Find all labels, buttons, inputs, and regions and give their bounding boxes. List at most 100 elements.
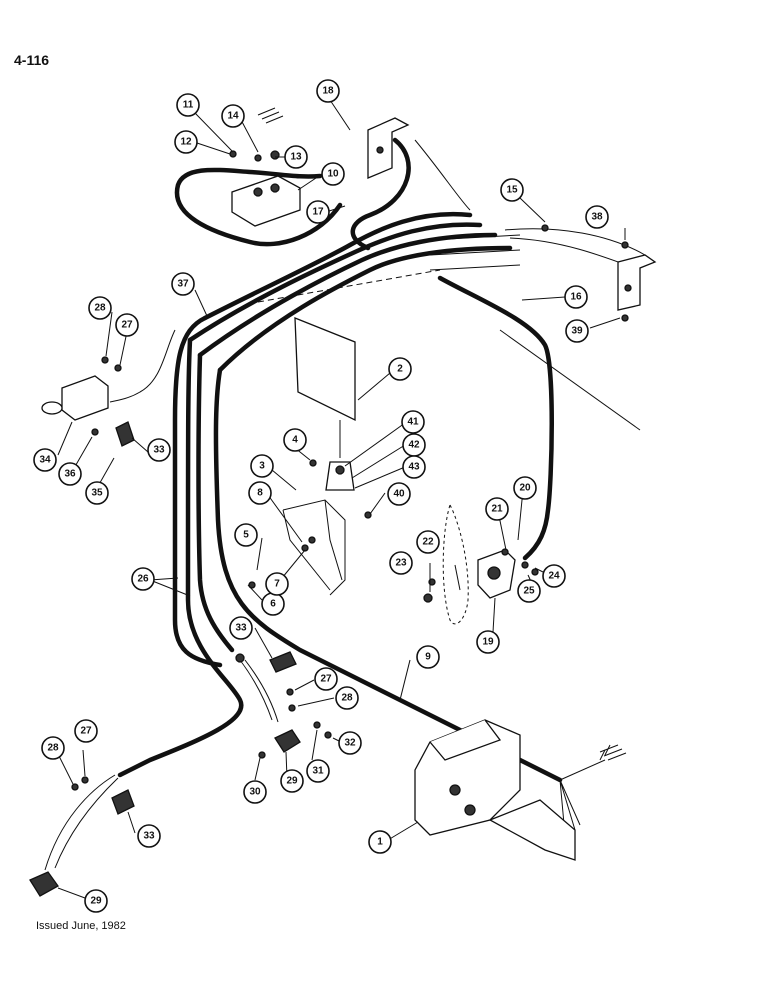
callout-19: 19	[476, 630, 500, 654]
svg-text:1: 1	[377, 837, 383, 848]
callout-26: 26	[131, 567, 155, 591]
callout-8: 8	[248, 481, 272, 505]
svg-text:26: 26	[137, 574, 149, 585]
callout-18: 18	[316, 79, 340, 103]
svg-text:9: 9	[425, 652, 431, 663]
svg-text:14: 14	[227, 111, 239, 122]
callout-28a: 28	[88, 296, 112, 320]
svg-text:24: 24	[548, 571, 560, 582]
callout-21: 21	[485, 497, 509, 521]
page-number: 4-116	[14, 52, 50, 68]
callout-11: 11	[176, 93, 200, 117]
callout-36: 36	[58, 462, 82, 486]
svg-text:6: 6	[270, 599, 276, 610]
callout-33a: 33	[147, 438, 171, 462]
svg-text:21: 21	[491, 504, 503, 515]
callout-23: 23	[389, 551, 413, 575]
svg-text:29: 29	[286, 776, 298, 787]
relay-box-part	[41, 375, 109, 421]
svg-text:29: 29	[90, 896, 102, 907]
issued-date: Issued June, 1982	[36, 920, 126, 932]
callout-40: 40	[387, 482, 411, 506]
callout-28b: 28	[335, 686, 359, 710]
rotary-switch-part	[325, 420, 355, 491]
harness-bundle	[44, 137, 646, 871]
callout-29b: 29	[84, 889, 108, 913]
svg-text:16: 16	[570, 292, 582, 303]
callout-15: 15	[500, 178, 524, 202]
svg-text:7: 7	[274, 579, 280, 590]
svg-text:2: 2	[397, 364, 403, 375]
svg-text:11: 11	[183, 100, 194, 111]
callout-13: 13	[284, 145, 308, 169]
svg-text:18: 18	[322, 86, 334, 97]
svg-text:35: 35	[91, 488, 103, 499]
bracket-right-part	[617, 254, 657, 311]
callout-10: 10	[321, 162, 345, 186]
callout-6: 6	[261, 592, 285, 616]
svg-text:22: 22	[422, 537, 434, 548]
callout-32: 32	[338, 731, 362, 755]
callout-3: 3	[250, 454, 274, 478]
svg-text:4: 4	[292, 435, 298, 446]
callout-12: 12	[174, 130, 198, 154]
leader-lines	[54, 99, 626, 899]
callout-7: 7	[265, 572, 289, 596]
svg-text:43: 43	[408, 462, 420, 473]
svg-text:28: 28	[341, 693, 353, 704]
svg-text:23: 23	[395, 558, 407, 569]
ground-symbol	[257, 107, 627, 761]
callout-38: 38	[585, 205, 609, 229]
svg-text:20: 20	[519, 483, 531, 494]
svg-text:38: 38	[591, 212, 603, 223]
svg-text:33: 33	[153, 445, 165, 456]
switch-box-part	[231, 175, 301, 227]
hardware-part	[71, 150, 629, 791]
svg-text:40: 40	[393, 489, 405, 500]
bracket-part	[367, 117, 410, 179]
svg-text:17: 17	[312, 207, 324, 218]
callout-30: 30	[243, 780, 267, 804]
svg-text:42: 42	[408, 440, 420, 451]
svg-text:32: 32	[344, 738, 356, 749]
sleeve-part	[111, 421, 297, 815]
sensor-part	[442, 503, 516, 625]
callout-43: 43	[402, 455, 426, 479]
callout-27b: 27	[314, 667, 338, 691]
svg-text:3: 3	[259, 461, 265, 472]
callout-5: 5	[234, 523, 258, 547]
svg-text:27: 27	[320, 674, 332, 685]
callout-33b: 33	[229, 616, 253, 640]
svg-text:28: 28	[47, 743, 59, 754]
control-valve-part	[414, 719, 576, 861]
svg-text:8: 8	[257, 488, 263, 499]
svg-text:34: 34	[39, 455, 51, 466]
svg-text:27: 27	[80, 726, 92, 737]
callout-20: 20	[513, 476, 537, 500]
svg-text:25: 25	[523, 586, 535, 597]
svg-text:41: 41	[407, 417, 419, 428]
svg-text:13: 13	[290, 152, 302, 163]
callout-22: 22	[416, 530, 440, 554]
svg-text:10: 10	[327, 169, 339, 180]
callout-14: 14	[221, 104, 245, 128]
svg-text:12: 12	[180, 137, 192, 148]
svg-text:30: 30	[249, 787, 261, 798]
callout-28c: 28	[41, 736, 65, 760]
svg-text:15: 15	[506, 185, 518, 196]
callout-24: 24	[542, 564, 566, 588]
panel-part	[294, 317, 356, 422]
callout-35: 35	[85, 481, 109, 505]
callout-42: 42	[402, 433, 426, 457]
callout-1: 1	[368, 830, 392, 854]
callout-39: 39	[565, 319, 589, 343]
svg-text:33: 33	[143, 831, 155, 842]
callout-37: 37	[171, 272, 195, 296]
callout-41: 41	[401, 410, 425, 434]
callout-31: 31	[306, 759, 330, 783]
callout-17: 17	[306, 200, 330, 224]
callout-29a: 29	[280, 769, 304, 793]
connector-part	[29, 729, 301, 897]
svg-text:37: 37	[177, 279, 189, 290]
